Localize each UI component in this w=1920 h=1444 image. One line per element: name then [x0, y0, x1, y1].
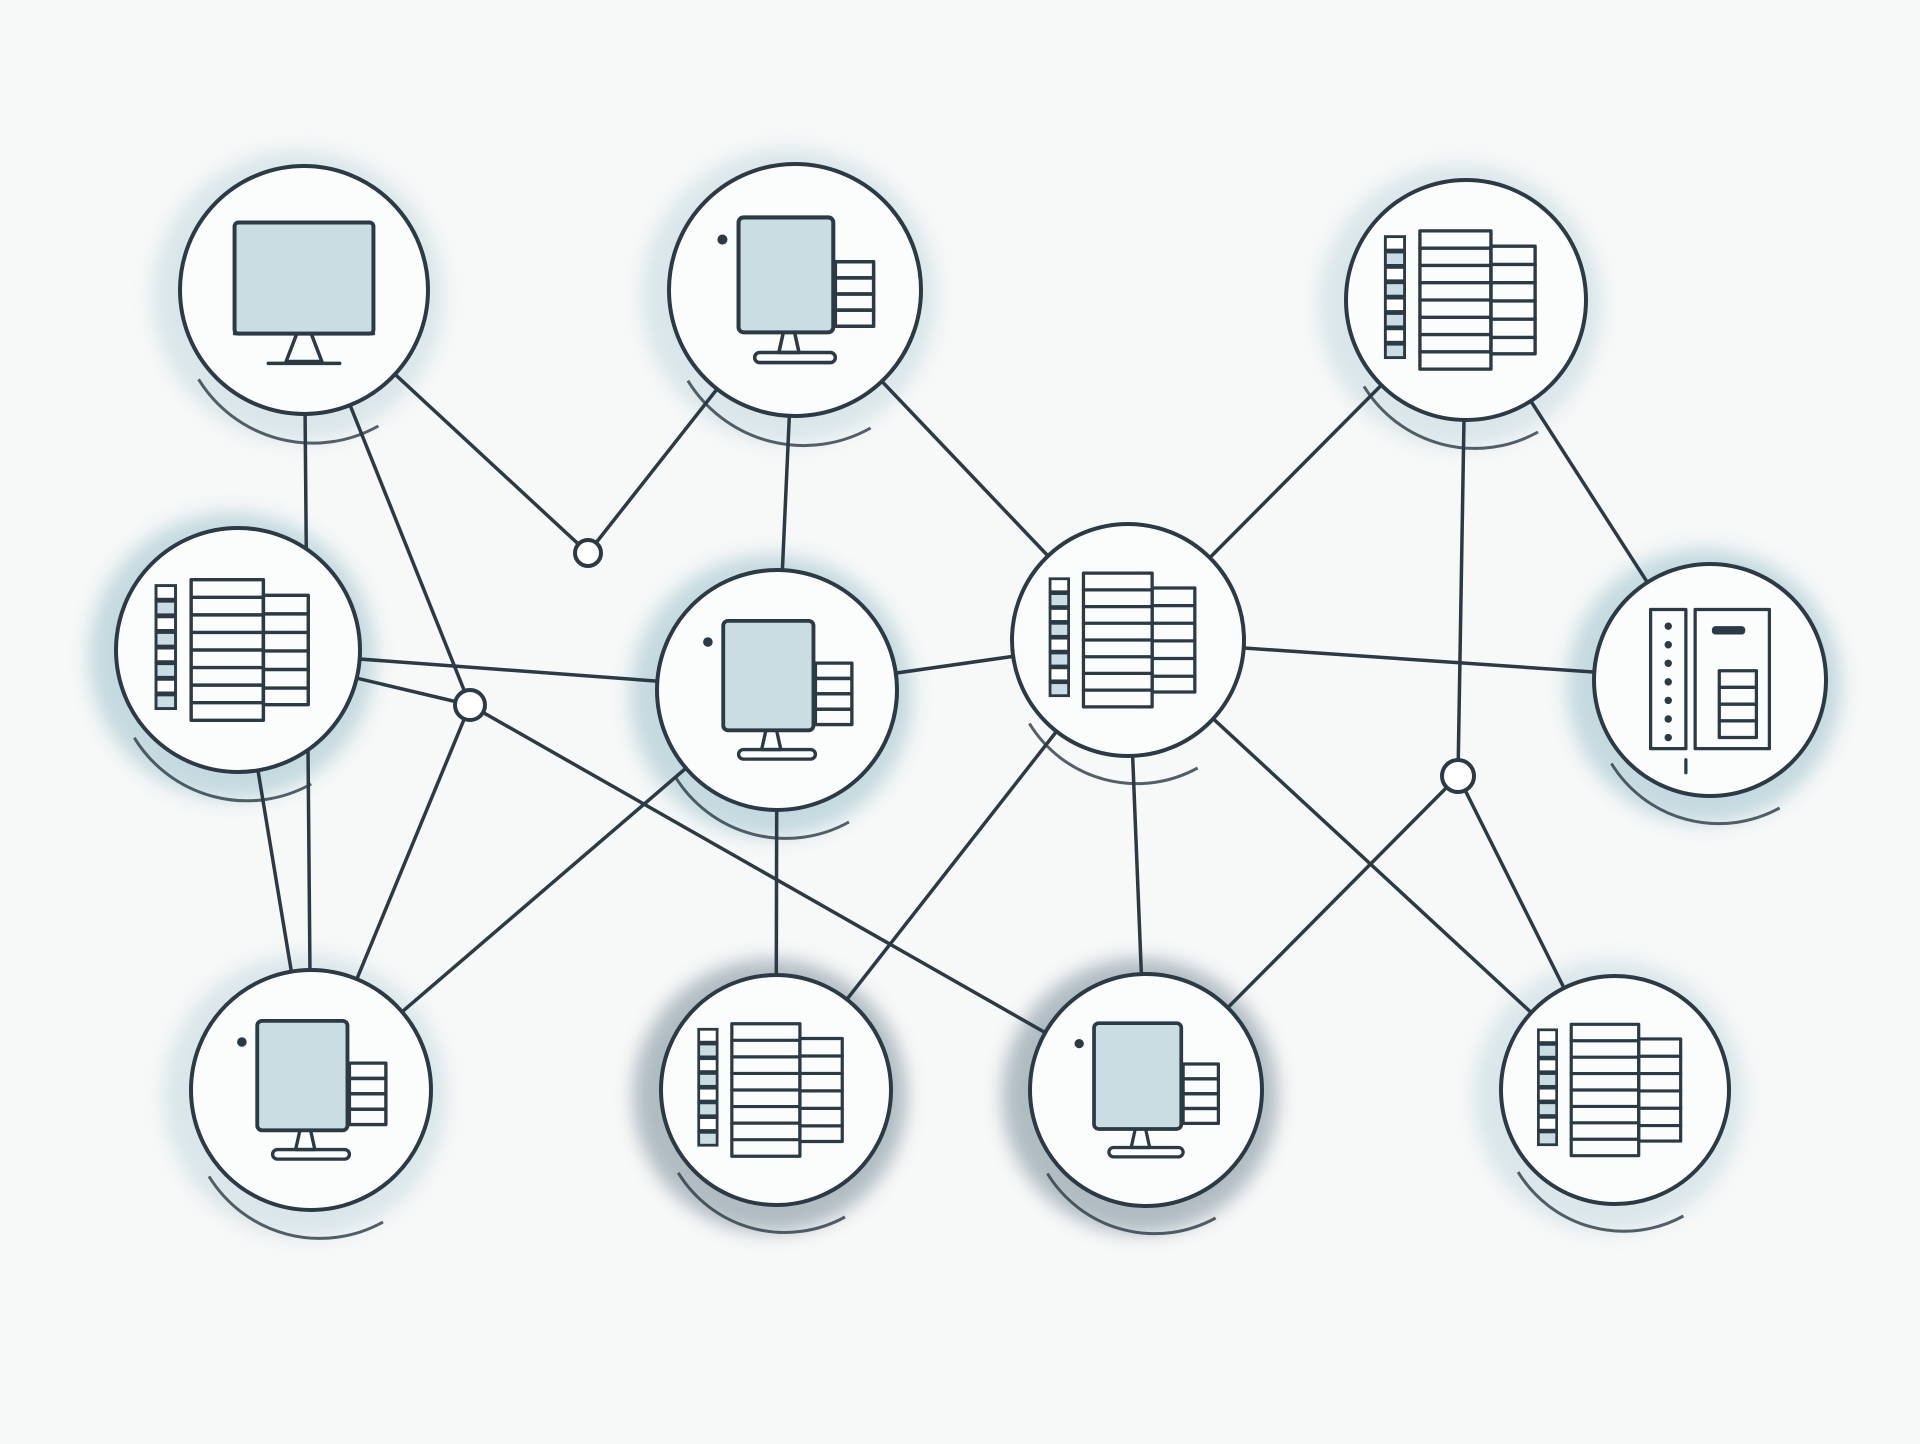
node-ring — [1592, 562, 1828, 798]
network-node-n2 — [667, 162, 923, 447]
junction-node — [573, 538, 603, 568]
server-rack-icon — [1537, 1022, 1683, 1158]
desktop-tower-icon — [1074, 1021, 1221, 1159]
desktop-tower-icon — [237, 1018, 388, 1161]
server-rack-icon — [697, 1022, 844, 1158]
monitor-icon — [232, 220, 376, 366]
node-ring-sketch — [197, 378, 380, 445]
network-node-n4 — [114, 526, 362, 803]
node-ring-sketch — [686, 379, 872, 447]
network-node-n6 — [1010, 522, 1246, 786]
network-node-n11 — [1499, 974, 1731, 1233]
node-ring-sketch — [207, 1175, 384, 1240]
network-nodes — [114, 162, 1828, 1240]
node-ring-sketch — [1046, 1172, 1217, 1236]
network-node-n9 — [659, 973, 893, 1234]
node-ring-sketch — [133, 737, 312, 803]
network-node-n8 — [189, 968, 433, 1240]
network-node-n1 — [178, 164, 430, 445]
junction-node — [453, 688, 487, 722]
junction-node — [1440, 758, 1476, 794]
network-node-n7 — [1592, 562, 1828, 826]
node-ring-sketch — [673, 775, 850, 840]
desktop-tower-icon — [717, 215, 876, 365]
node-ring-sketch — [1516, 1171, 1685, 1233]
link-j2-n10 — [468, 703, 1148, 1092]
node-ring-sketch — [1362, 385, 1539, 450]
node-ring-sketch — [1610, 762, 1781, 826]
server-rack-icon — [1048, 571, 1197, 709]
node-ring-sketch — [1028, 722, 1199, 786]
server-rack-icon — [154, 578, 310, 722]
node-ring-sketch — [676, 1172, 846, 1234]
network-node-n3 — [1344, 178, 1588, 450]
link-junctions — [453, 538, 1476, 794]
network-node-n5 — [655, 568, 899, 840]
server-rack-icon — [1383, 229, 1537, 371]
network-node-n10 — [1028, 972, 1264, 1236]
desktop-tower-icon — [703, 618, 854, 761]
server-panel-icon — [1648, 607, 1772, 775]
